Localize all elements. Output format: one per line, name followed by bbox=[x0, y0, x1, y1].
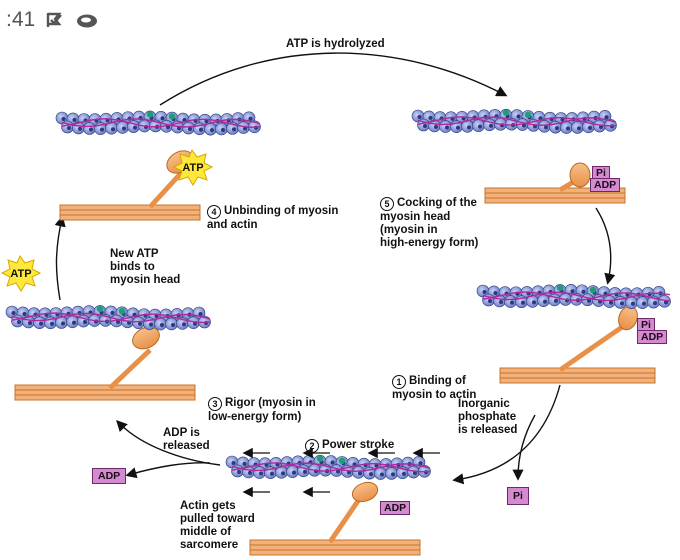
step3-number: 3 bbox=[208, 397, 222, 411]
atp-burst-left bbox=[0, 254, 42, 292]
step1-text: Binding of myosin to actin bbox=[392, 375, 477, 401]
step1-number: 1 bbox=[392, 375, 406, 389]
thick-filament-step3 bbox=[14, 384, 196, 401]
step5-number: 5 bbox=[380, 197, 394, 211]
thick-filament-step2 bbox=[249, 539, 421, 556]
pi-tag-free: Pi bbox=[507, 487, 529, 505]
thick-filament-step5 bbox=[484, 187, 626, 204]
arrow-atp-hydrolyzed bbox=[159, 52, 508, 106]
actin-filament-step2 bbox=[225, 454, 431, 480]
actin-filament-step1 bbox=[476, 284, 671, 310]
adp-tag-step1: ADP bbox=[637, 330, 668, 344]
step4-text: Unbinding of myosin and actin bbox=[207, 205, 339, 231]
myosin-head-step2 bbox=[327, 481, 379, 544]
arrow-new-atp bbox=[54, 215, 66, 301]
atp-tag-top: ATP bbox=[174, 150, 212, 185]
adp-tag-step5: ADP bbox=[590, 178, 621, 192]
label-actin-pulled: Actin gets pulled toward middle of sarco… bbox=[180, 500, 255, 551]
atp-burst-top bbox=[172, 148, 214, 186]
myosin-head-step3 bbox=[108, 326, 160, 390]
label-new-atp: New ATP binds to myosin head bbox=[110, 248, 181, 286]
step2-number: 2 bbox=[305, 439, 319, 453]
arrow-pi-release bbox=[512, 414, 536, 481]
actin-filament-step4 bbox=[55, 110, 261, 136]
check-flag-icon bbox=[45, 11, 65, 29]
adp-tag-free: ADP bbox=[92, 468, 127, 484]
step4-number: 4 bbox=[207, 205, 221, 219]
cloud-icon bbox=[75, 11, 99, 29]
actin-filament-step3 bbox=[5, 305, 211, 331]
label-adp-released: ADP is released bbox=[163, 427, 210, 452]
label-inorganic-phosphate: Inorganic phosphate is released bbox=[458, 398, 518, 436]
atp-tag-left: ATP bbox=[2, 256, 40, 291]
step2-text: Power stroke bbox=[322, 439, 395, 451]
status-time: :41 bbox=[6, 8, 36, 31]
power-stroke-arrows bbox=[242, 447, 440, 498]
myosin-head-step1 bbox=[558, 305, 638, 373]
arrow-adp-release bbox=[125, 462, 211, 479]
atp-left-text: ATP bbox=[10, 267, 32, 280]
step5-text: Cocking of the myosin head (myosin in hi… bbox=[380, 197, 479, 249]
actin-filament-step5 bbox=[411, 108, 617, 134]
step3-text: Rigor (myosin in low-energy form) bbox=[208, 397, 316, 423]
thick-filament-step4 bbox=[59, 204, 201, 221]
atp-top-text: ATP bbox=[182, 161, 204, 174]
status-bar: :41 bbox=[0, 0, 680, 40]
arrow-to-binding bbox=[595, 207, 616, 285]
label-atp-hydrolyzed: ATP is hydrolyzed bbox=[286, 38, 385, 50]
adp-tag-step2: ADP bbox=[380, 501, 411, 515]
thick-filament-step1 bbox=[499, 367, 656, 384]
arrow-to-power-stroke bbox=[452, 384, 561, 485]
myosin-head-step5 bbox=[558, 162, 591, 193]
